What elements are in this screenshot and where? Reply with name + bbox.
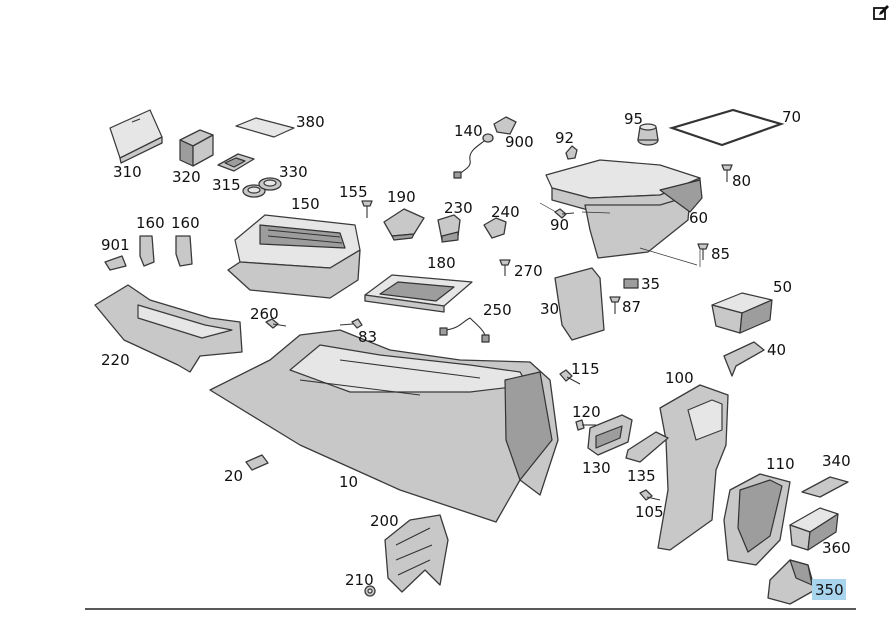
part-150-storage-unit[interactable] xyxy=(227,214,361,299)
part-320-storage-box[interactable] xyxy=(179,129,214,167)
label-380[interactable]: 380 xyxy=(296,113,325,131)
part-130-module[interactable] xyxy=(587,414,633,456)
part-360-cup-insert[interactable] xyxy=(789,507,839,551)
label-901[interactable]: 901 xyxy=(101,236,130,254)
part-210-nut[interactable] xyxy=(364,585,376,597)
label-20[interactable]: 20 xyxy=(224,467,243,485)
part-120-screw[interactable] xyxy=(575,419,596,431)
part-160-clip-left[interactable] xyxy=(139,235,155,267)
part-30-side-panel[interactable] xyxy=(554,267,605,341)
part-350-bin[interactable] xyxy=(767,559,816,605)
part-380-mat[interactable] xyxy=(235,117,295,138)
label-330[interactable]: 330 xyxy=(279,163,308,181)
label-35[interactable]: 35 xyxy=(641,275,660,293)
part-92-clip[interactable] xyxy=(565,145,578,160)
label-130[interactable]: 130 xyxy=(582,459,611,477)
part-70-seal-frame[interactable] xyxy=(668,108,785,147)
part-901-clip[interactable] xyxy=(104,255,127,271)
part-340-tray[interactable] xyxy=(801,476,849,498)
part-110-center-module[interactable] xyxy=(723,473,791,566)
part-10-console-housing[interactable] xyxy=(209,329,559,523)
label-105[interactable]: 105 xyxy=(635,503,664,521)
label-87[interactable]: 87 xyxy=(622,298,641,316)
part-85-screw[interactable] xyxy=(697,243,709,260)
label-100[interactable]: 100 xyxy=(665,369,694,387)
edit-icon[interactable] xyxy=(872,4,890,22)
label-120[interactable]: 120 xyxy=(572,403,601,421)
part-105-screw[interactable] xyxy=(639,489,661,501)
label-160-left[interactable]: 160 xyxy=(136,214,165,232)
part-87-screw[interactable] xyxy=(609,296,621,314)
label-95[interactable]: 95 xyxy=(624,110,643,128)
label-270[interactable]: 270 xyxy=(514,262,543,280)
part-900-switch[interactable] xyxy=(493,116,517,135)
part-200-bracket[interactable] xyxy=(384,514,449,593)
label-30[interactable]: 30 xyxy=(540,300,559,318)
part-180-trim-frame[interactable] xyxy=(364,274,473,313)
label-180[interactable]: 180 xyxy=(427,254,456,272)
label-150[interactable]: 150 xyxy=(291,195,320,213)
label-90[interactable]: 90 xyxy=(550,216,569,234)
part-230-socket[interactable] xyxy=(437,214,461,243)
part-135-cover[interactable] xyxy=(625,431,669,463)
label-190[interactable]: 190 xyxy=(387,188,416,206)
label-155[interactable]: 155 xyxy=(339,183,368,201)
part-100-bezel[interactable] xyxy=(657,384,729,551)
label-315[interactable]: 315 xyxy=(212,176,241,194)
label-92[interactable]: 92 xyxy=(555,129,574,147)
label-140[interactable]: 140 xyxy=(454,122,483,140)
label-160-right[interactable]: 160 xyxy=(171,214,200,232)
label-40[interactable]: 40 xyxy=(767,341,786,359)
part-115-screw[interactable] xyxy=(559,369,581,385)
part-250-cable[interactable] xyxy=(439,317,490,343)
label-350-highlight xyxy=(812,579,846,600)
label-70[interactable]: 70 xyxy=(782,108,801,126)
part-60-armrest[interactable] xyxy=(545,159,703,259)
part-220-air-duct[interactable] xyxy=(94,284,243,373)
label-10[interactable]: 10 xyxy=(339,473,358,491)
part-90-screw[interactable] xyxy=(554,208,575,219)
label-210[interactable]: 210 xyxy=(345,571,374,589)
label-220[interactable]: 220 xyxy=(101,351,130,369)
part-190-bracket[interactable] xyxy=(383,208,425,241)
label-230[interactable]: 230 xyxy=(444,199,473,217)
label-60[interactable]: 60 xyxy=(689,209,708,227)
label-340[interactable]: 340 xyxy=(822,452,851,470)
part-83-screw[interactable] xyxy=(339,318,363,329)
part-310-tray-lid[interactable] xyxy=(109,109,163,164)
label-250[interactable]: 250 xyxy=(483,301,512,319)
label-115[interactable]: 115 xyxy=(571,360,600,378)
part-40-bracket[interactable] xyxy=(723,341,765,377)
label-320[interactable]: 320 xyxy=(172,168,201,186)
part-155-screw[interactable] xyxy=(361,200,373,218)
label-310[interactable]: 310 xyxy=(113,163,142,181)
part-160-clip-right[interactable] xyxy=(175,235,193,267)
label-110[interactable]: 110 xyxy=(766,455,795,473)
part-315-insert[interactable] xyxy=(217,153,255,172)
label-83[interactable]: 83 xyxy=(358,328,377,346)
part-140-cable[interactable] xyxy=(453,133,494,179)
part-20-clip[interactable] xyxy=(245,454,269,471)
label-360[interactable]: 360 xyxy=(822,539,851,557)
label-240[interactable]: 240 xyxy=(491,203,520,221)
part-35-switch[interactable] xyxy=(623,278,639,289)
label-260[interactable]: 260 xyxy=(250,305,279,323)
label-350[interactable]: 350 xyxy=(815,581,844,599)
part-270-screw[interactable] xyxy=(499,259,511,276)
part-260-screw[interactable] xyxy=(265,318,287,329)
label-900[interactable]: 900 xyxy=(505,133,534,151)
part-80-screw[interactable] xyxy=(721,164,733,182)
label-135[interactable]: 135 xyxy=(627,467,656,485)
label-50[interactable]: 50 xyxy=(773,278,792,296)
label-200[interactable]: 200 xyxy=(370,512,399,530)
part-95-knob[interactable] xyxy=(637,123,659,146)
part-330-cupholder-ring[interactable] xyxy=(242,177,282,198)
label-85[interactable]: 85 xyxy=(711,245,730,263)
label-80[interactable]: 80 xyxy=(732,172,751,190)
part-240-holder[interactable] xyxy=(483,217,507,239)
part-50-bin[interactable] xyxy=(711,292,773,334)
